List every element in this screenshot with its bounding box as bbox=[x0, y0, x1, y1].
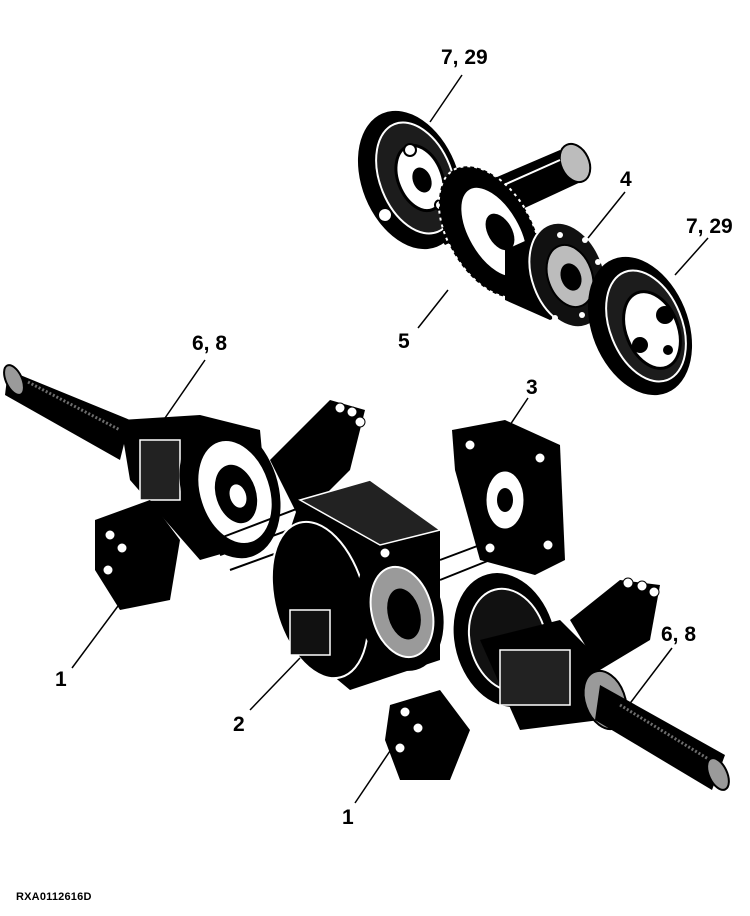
right-mounting-bracket-lower bbox=[385, 690, 470, 780]
leader-lines bbox=[71, 74, 709, 804]
left-mounting-bracket-lower bbox=[95, 500, 180, 610]
callout-7-29-right: 7, 29 bbox=[686, 215, 733, 238]
callout-4: 4 bbox=[620, 168, 632, 191]
leader-2 bbox=[249, 657, 301, 711]
figure-id: RXA0112616D bbox=[16, 891, 92, 903]
callout-6-8-left: 6, 8 bbox=[192, 332, 228, 355]
center-transmission-housing bbox=[270, 479, 444, 690]
differential-case bbox=[505, 221, 608, 329]
leader-6-8-right bbox=[627, 647, 673, 707]
callout-5: 5 bbox=[398, 330, 410, 353]
callout-3: 3 bbox=[526, 376, 538, 399]
leader-7-29-right bbox=[674, 237, 709, 276]
leader-4 bbox=[587, 191, 626, 239]
right-axle-housing bbox=[453, 573, 628, 731]
callout-1-bottom: 1 bbox=[342, 806, 354, 829]
brake-disc-upper-right bbox=[587, 256, 693, 396]
cover-plate bbox=[452, 420, 565, 575]
leader-6-8-left bbox=[164, 359, 206, 419]
callout-7-29-top: 7, 29 bbox=[441, 46, 488, 69]
leader-5 bbox=[417, 289, 449, 329]
leader-3 bbox=[499, 397, 529, 441]
leader-1-left bbox=[71, 605, 119, 669]
callout-1-left: 1 bbox=[55, 668, 67, 691]
callout-2: 2 bbox=[233, 713, 245, 736]
alignment-rods bbox=[439, 544, 491, 581]
leader-1-bottom bbox=[354, 747, 393, 804]
left-axle-shaft bbox=[3, 364, 130, 460]
right-mounting-bracket-upper bbox=[570, 577, 660, 670]
left-mounting-bracket-upper bbox=[270, 400, 366, 520]
leader-7-29-top bbox=[429, 74, 463, 123]
right-axle-shaft bbox=[595, 685, 730, 791]
left-axle-housing bbox=[120, 415, 341, 571]
callout-6-8-right: 6, 8 bbox=[661, 623, 697, 646]
